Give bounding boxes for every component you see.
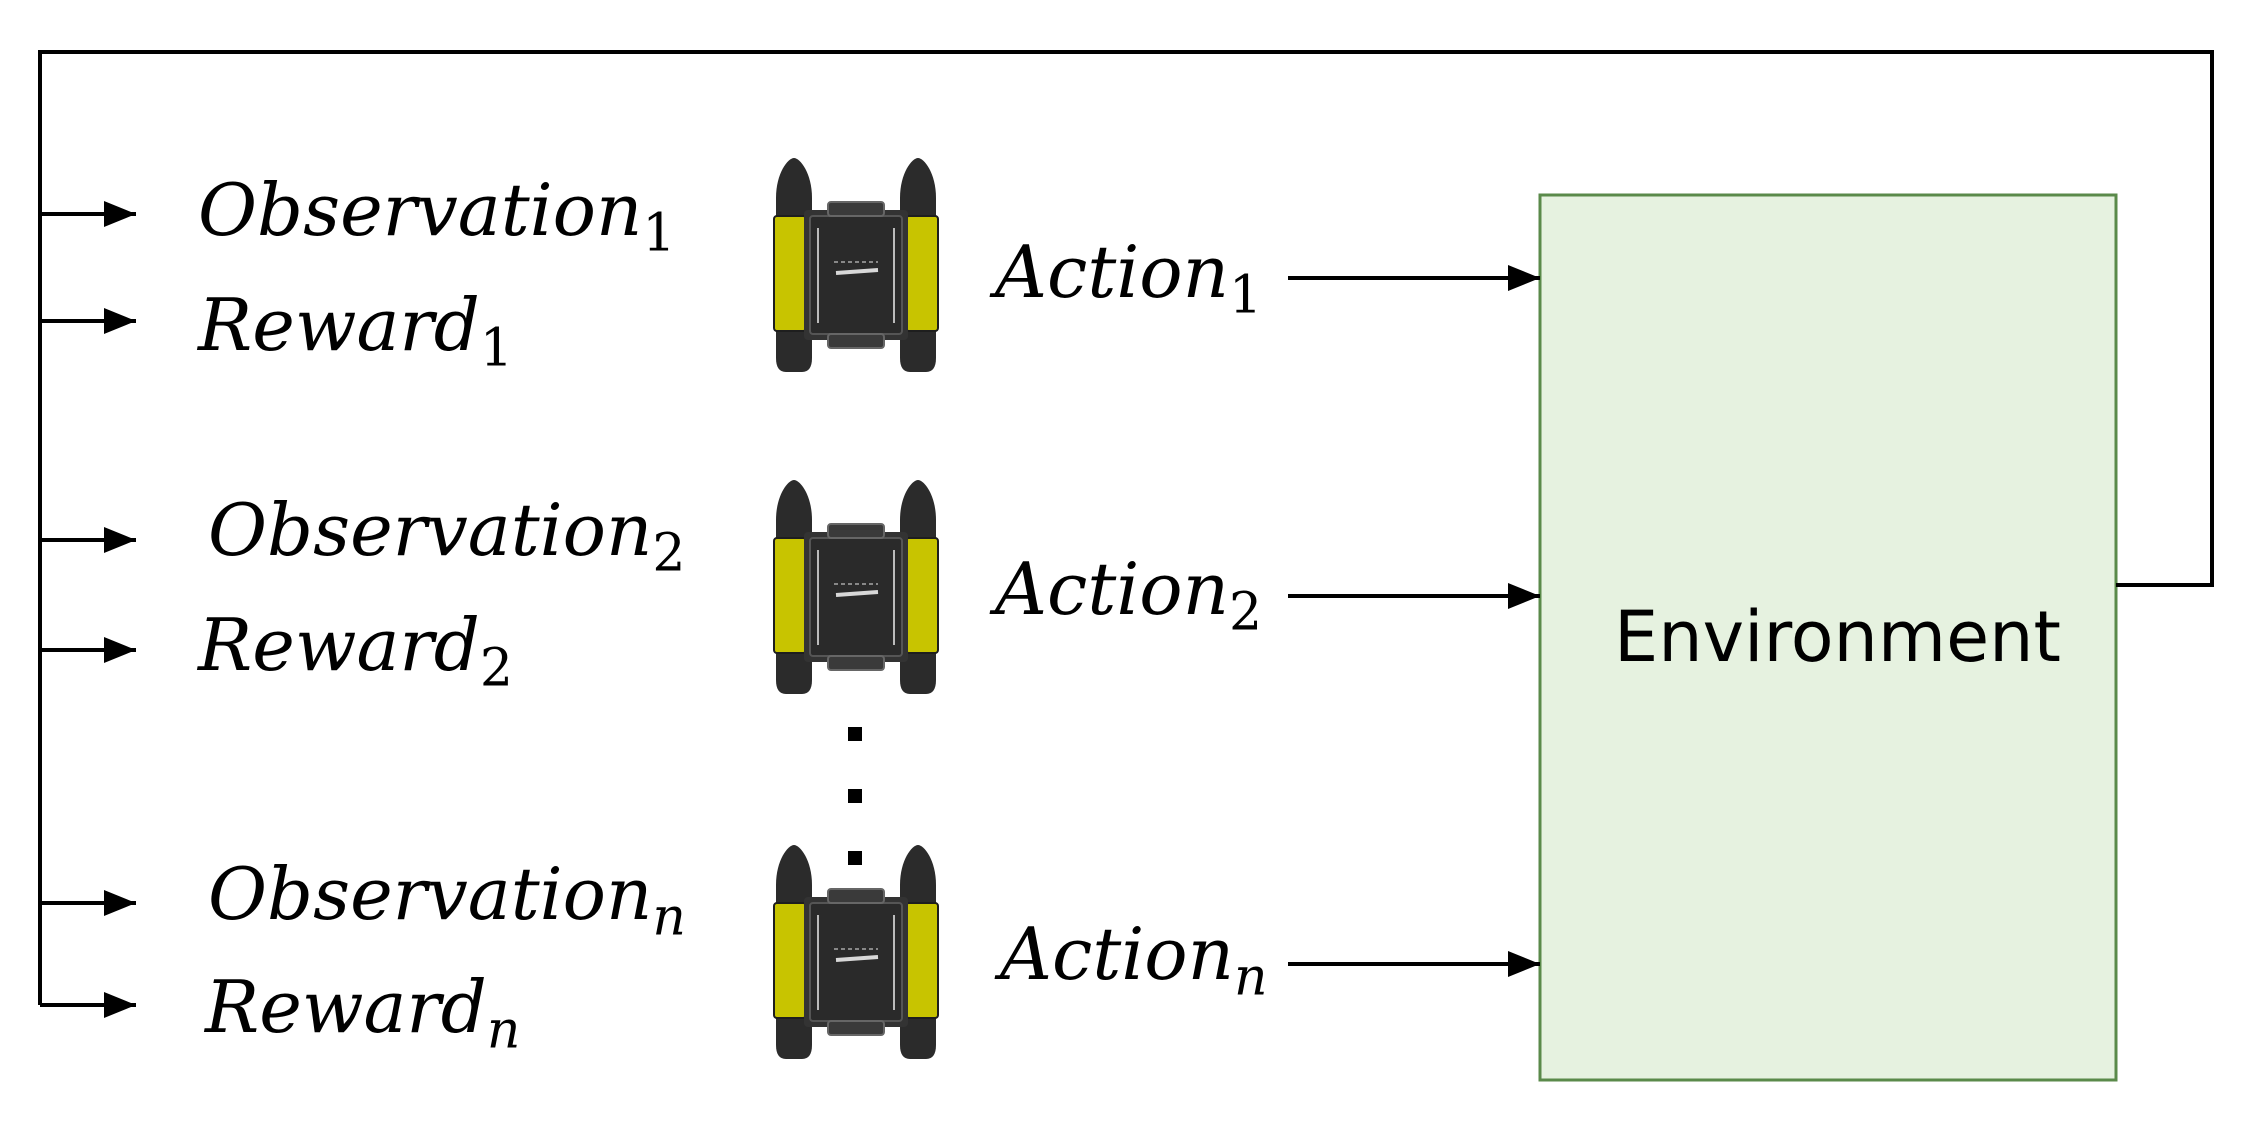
action-index: n [1234, 947, 1268, 1008]
observation-label-n: Observationn [208, 858, 686, 944]
action-label-n: Actionn [1000, 918, 1268, 1004]
reward-index: 1 [479, 318, 513, 379]
reward-index: n [486, 1000, 521, 1061]
action-text: Action [1000, 912, 1234, 996]
observation-index: 2 [652, 523, 686, 584]
observation-index: 1 [642, 203, 676, 264]
observation-index: n [652, 887, 686, 948]
observation-label-2: Observation2 [208, 494, 685, 580]
observation-text: Observation [208, 488, 653, 572]
observation-text: Observation [208, 852, 653, 936]
action-index: 1 [1229, 265, 1263, 326]
reward-label-2: Reward2 [198, 609, 513, 695]
ellipsis-dot [848, 851, 862, 865]
environment-label: Environment [1614, 596, 2061, 678]
reward-index: 2 [479, 638, 513, 699]
reward-label-n: Rewardn [205, 971, 520, 1057]
reward-label-1: Reward1 [198, 289, 513, 375]
ellipsis-dot [848, 727, 862, 741]
action-index: 2 [1229, 582, 1263, 643]
feedback-loop-line [38, 50, 2214, 1005]
action-text: Action [995, 547, 1229, 631]
action-text: Action [995, 230, 1229, 314]
reward-text: Reward [205, 965, 487, 1049]
environment-box [1538, 193, 2118, 1082]
action-label-1: Action1 [995, 236, 1262, 322]
reward-text: Reward [198, 603, 480, 687]
action-label-2: Action2 [995, 553, 1262, 639]
observation-text: Observation [198, 168, 643, 252]
ellipsis-dot [848, 789, 862, 803]
observation-label-1: Observation1 [198, 174, 675, 260]
reward-text: Reward [198, 283, 480, 367]
robot-icon-n [772, 843, 940, 1061]
robot-icon-1 [772, 156, 940, 374]
robot-icon-2 [772, 478, 940, 696]
